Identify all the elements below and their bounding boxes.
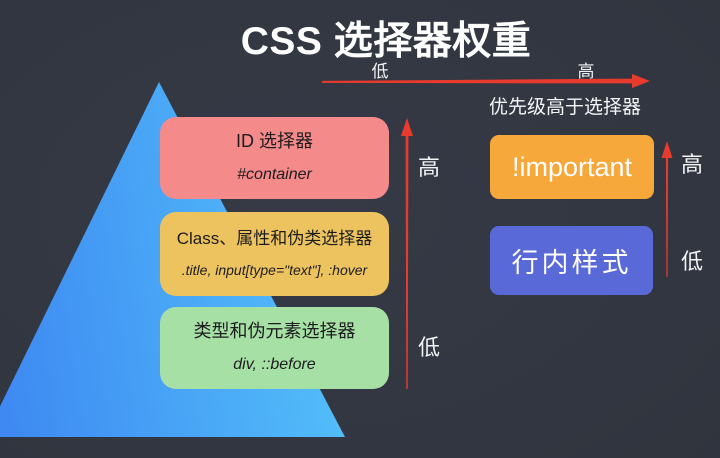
override-axis-low-label: 低 [680,249,703,274]
level-example: #container [237,166,312,184]
pyramid-axis-low-label: 低 [417,335,440,360]
pyramid-level-class-selectors: Class、属性和伪类选择器 .title, input[type="text"… [160,212,389,296]
pyramid-level-type-selectors: 类型和伪元素选择器 div, ::before [160,307,389,389]
override-axis-arrow [661,141,673,277]
inline-style-label: 行内样式 [511,248,632,278]
override-axis-high-label: 高 [680,152,703,177]
top-axis-high-label: 高 [577,62,595,81]
inline-style-box: 行内样式 [490,226,653,295]
important-label: !important [511,151,633,182]
pyramid-axis-arrow [401,118,413,389]
horizontal-axis-arrow [322,74,650,88]
level-example: div, ::before [233,356,316,374]
pyramid-level-id-selectors: ID 选择器 #container [160,117,389,199]
important-box: !important [490,135,654,199]
level-name: 类型和伪元素选择器 [193,321,356,342]
top-axis-low-label: 低 [371,62,389,81]
level-name: ID 选择器 [235,131,313,152]
level-name: Class、属性和伪类选择器 [176,228,373,248]
page-title: CSS 选择器权重 [240,20,532,63]
pyramid-axis-high-label: 高 [417,155,440,180]
level-example: .title, input[type="text"], :hover [181,261,368,278]
override-subtitle: 优先级高于选择器 [488,97,641,118]
